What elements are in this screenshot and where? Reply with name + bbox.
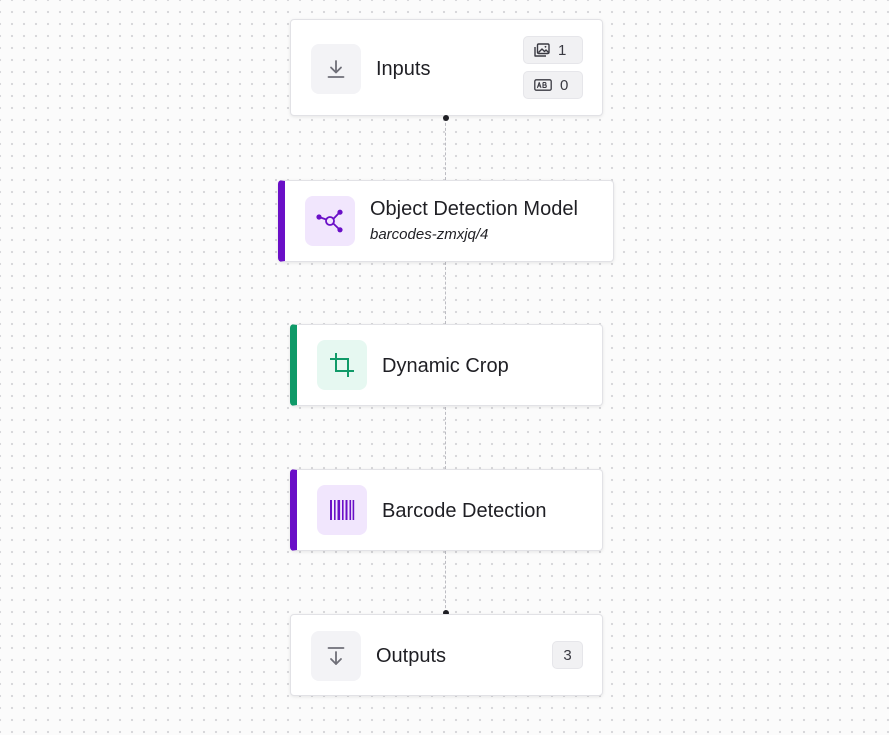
edge-barcode-to-outputs: [445, 551, 446, 613]
outputs-count-badge: 3: [552, 641, 583, 669]
inputs-node[interactable]: Inputs 1 0: [290, 19, 603, 116]
inputs-title: Inputs: [376, 58, 431, 80]
parameter-input-count: 0: [560, 76, 569, 94]
object-detection-model-node[interactable]: Object Detection Model barcodes-zmxjq/4: [278, 180, 614, 262]
dynamic-crop-node[interactable]: Dynamic Crop: [290, 324, 603, 406]
crop-icon: [317, 340, 367, 390]
object-detection-title: Object Detection Model: [370, 198, 578, 220]
inputs-output-port[interactable]: [443, 115, 449, 121]
edge-model-to-crop: [445, 262, 446, 324]
outputs-node[interactable]: Outputs 3: [290, 614, 603, 696]
image-input-count-badge: 1: [523, 36, 583, 64]
outputs-title: Outputs: [376, 645, 447, 667]
object-detection-model-id: barcodes-zmxjq/4: [370, 226, 489, 243]
outputs-count: 3: [563, 646, 572, 664]
output-arrow-icon: [311, 631, 361, 681]
image-icon: [534, 43, 550, 57]
model-network-icon: [305, 196, 355, 246]
text-field-icon: [534, 79, 552, 91]
barcode-detection-node[interactable]: Barcode Detection: [290, 469, 603, 551]
download-icon: [311, 44, 361, 94]
barcode-detection-title: Barcode Detection: [382, 500, 547, 522]
barcode-icon: [317, 485, 367, 535]
edge-inputs-to-model: [445, 118, 446, 180]
parameter-input-count-badge: 0: [523, 71, 583, 99]
dynamic-crop-title: Dynamic Crop: [382, 355, 509, 377]
edge-crop-to-barcode: [445, 407, 446, 469]
image-input-count: 1: [558, 41, 567, 59]
outputs-input-port[interactable]: [443, 610, 449, 616]
